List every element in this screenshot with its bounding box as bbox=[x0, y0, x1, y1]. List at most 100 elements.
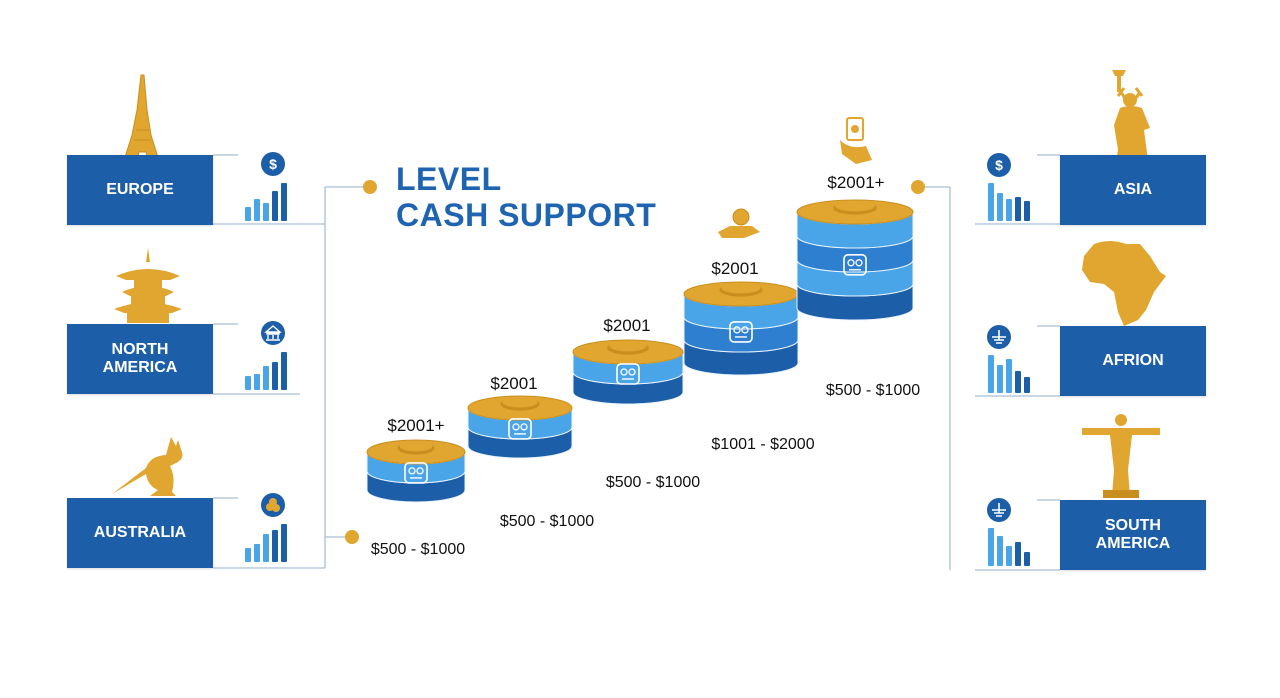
tier-range-label: $500 - $1000 bbox=[605, 474, 701, 491]
bar-chart-icon bbox=[245, 183, 287, 221]
bar bbox=[281, 524, 287, 562]
emblem-icon bbox=[512, 423, 520, 431]
region-label: NORTH AMERICA bbox=[102, 341, 178, 376]
fountain-glyph bbox=[992, 330, 1006, 344]
pagoda-body bbox=[131, 296, 165, 309]
africa-map-icon bbox=[1082, 241, 1166, 326]
bar bbox=[254, 374, 260, 390]
bar bbox=[997, 536, 1003, 566]
money-hand-icon bbox=[840, 117, 872, 164]
kangaroo-icon bbox=[112, 437, 183, 496]
bar bbox=[272, 530, 278, 562]
emblem-icon bbox=[620, 368, 628, 376]
christ-redeemer-icon bbox=[1082, 414, 1160, 498]
region-south-america: SOUTH AMERICA bbox=[1060, 500, 1206, 570]
pagoda-roof bbox=[116, 269, 180, 280]
bank-icon bbox=[261, 321, 285, 345]
connector-dot bbox=[345, 530, 359, 544]
region-label: AFRION bbox=[1102, 352, 1164, 369]
bill-glyph bbox=[846, 117, 864, 141]
region-afrion: AFRION bbox=[1060, 326, 1206, 396]
dollar-glyph: $ bbox=[269, 156, 277, 172]
bar-chart-icon bbox=[988, 355, 1030, 393]
emblem-icon bbox=[628, 368, 636, 376]
bar bbox=[988, 355, 994, 393]
stack-top-cap bbox=[609, 340, 647, 352]
statue-torch bbox=[1117, 72, 1121, 92]
bar bbox=[1006, 546, 1012, 566]
bar bbox=[254, 544, 260, 562]
dollar-coin-icon: $ bbox=[987, 153, 1011, 177]
region-label: AUSTRALIA bbox=[93, 524, 187, 541]
badge-circle bbox=[261, 152, 285, 176]
tier-value-label: $2001 bbox=[603, 316, 651, 335]
pagoda-body bbox=[127, 313, 169, 323]
emblem-icon bbox=[847, 259, 855, 267]
emblem-icon bbox=[855, 259, 863, 267]
stack-top-cap bbox=[721, 282, 761, 294]
coin-glyph bbox=[732, 208, 750, 226]
coin-glyph bbox=[272, 504, 280, 512]
coin-glyph bbox=[269, 498, 277, 506]
bar bbox=[254, 199, 260, 221]
bar-chart-icon bbox=[245, 524, 287, 562]
bar bbox=[245, 207, 251, 221]
title-line-2: CASH SUPPORT bbox=[396, 197, 657, 233]
fountain-glyph bbox=[992, 503, 1006, 517]
tier-range-label: $500 - $1000 bbox=[370, 541, 466, 558]
region-label: ASIA bbox=[1113, 181, 1153, 198]
region-asia: ASIA bbox=[1060, 155, 1206, 225]
region-label: SOUTH AMERICA bbox=[1095, 517, 1171, 552]
bar bbox=[1024, 377, 1030, 393]
bar bbox=[1006, 359, 1012, 393]
emblem-icon bbox=[843, 254, 867, 276]
emblem-icon bbox=[520, 423, 528, 431]
bar bbox=[272, 362, 278, 390]
bar bbox=[1024, 201, 1030, 221]
tier-value-label: $2001+ bbox=[387, 416, 445, 435]
bar-chart-icon bbox=[245, 352, 287, 390]
region-europe: EUROPE bbox=[67, 155, 213, 225]
coin-stacks bbox=[366, 117, 914, 503]
hand-glyph bbox=[718, 226, 760, 238]
bar bbox=[1015, 371, 1021, 393]
tier-value-label: $2001+ bbox=[827, 173, 885, 192]
bar bbox=[281, 183, 287, 221]
eiffel-tower-icon bbox=[120, 74, 163, 171]
fountain-icon bbox=[987, 498, 1011, 522]
dollar-coin-icon: $ bbox=[261, 152, 285, 176]
pagoda-body bbox=[134, 280, 162, 292]
coins-icon bbox=[261, 493, 285, 517]
pagoda-spire bbox=[146, 248, 150, 262]
emblem-icon bbox=[508, 418, 532, 440]
tier-range-label: $500 - $1000 bbox=[825, 382, 921, 399]
bar-chart-icon bbox=[988, 183, 1030, 221]
stack-top-cap bbox=[399, 440, 433, 452]
statue-flame bbox=[1112, 70, 1126, 76]
tier-value-label: $2001 bbox=[711, 259, 759, 278]
emblem-icon bbox=[416, 467, 424, 475]
bar bbox=[263, 366, 269, 390]
region-north-america: NORTH AMERICA bbox=[67, 324, 213, 394]
bar bbox=[281, 352, 287, 390]
dollar-glyph: $ bbox=[995, 157, 1003, 173]
region-australia: AUSTRALIA bbox=[67, 498, 213, 568]
tier-value-label: $2001 bbox=[490, 374, 538, 393]
coin-stack bbox=[796, 199, 914, 321]
bar bbox=[263, 203, 269, 221]
emblem-icon bbox=[729, 321, 753, 343]
emblem-icon bbox=[741, 326, 749, 334]
coin-glyph bbox=[851, 125, 859, 133]
bar-chart-icon bbox=[988, 528, 1030, 566]
stack-top-cap bbox=[835, 200, 875, 212]
statue-head bbox=[1115, 414, 1127, 426]
coin-stack bbox=[683, 281, 799, 376]
bar bbox=[1006, 199, 1012, 221]
bar bbox=[245, 548, 251, 562]
fountain-icon bbox=[987, 325, 1011, 349]
coin-stack bbox=[467, 395, 573, 459]
bar bbox=[997, 365, 1003, 393]
region-label: EUROPE bbox=[106, 181, 174, 198]
title-line-1: LEVEL bbox=[396, 161, 502, 197]
hand-glyph bbox=[840, 140, 872, 164]
